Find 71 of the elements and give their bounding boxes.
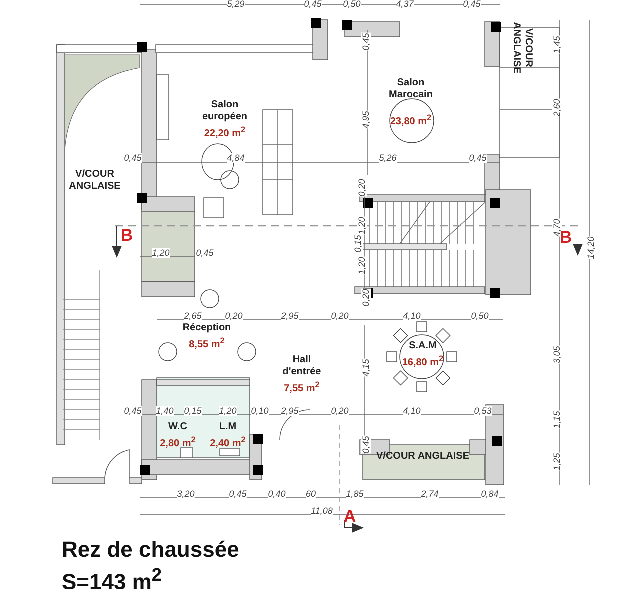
dimension-label: 0,20 — [331, 311, 349, 321]
dimension-label: 2,95 — [281, 406, 299, 416]
dimension-label: 1,20 — [357, 257, 367, 275]
dimension-label: 0,45 — [229, 489, 247, 499]
dimension-label: 2,74 — [421, 489, 439, 499]
room-area: 2,40 m$^{2}$ — [210, 433, 246, 451]
room-name: W.C — [168, 421, 188, 434]
dimension-label: 0,53 — [474, 406, 492, 416]
room-area: 22,20 m$^{2}$ — [204, 123, 246, 141]
room-name: L.M — [219, 421, 237, 434]
section-marker: A — [344, 508, 356, 526]
dimension-label: 5,26 — [379, 153, 397, 163]
dimension-label: 0,45 — [124, 406, 142, 416]
dimension-label: 3,05 — [552, 346, 562, 364]
dimension-label: 14,20 — [586, 236, 596, 260]
dimension-label: 0,45 — [196, 248, 214, 258]
dimension-label: 2,60 — [552, 99, 562, 117]
dimension-label: 0,20 — [357, 179, 367, 197]
dimension-label: 1,15 — [552, 411, 562, 429]
dimension-label: 4,37 — [396, 0, 414, 9]
dimension-label: 2,65 — [184, 311, 202, 321]
dimension-label: 1,40 — [156, 406, 174, 416]
dimension-label: 5,29 — [227, 0, 245, 9]
room-area: 23,80 m$^{2}$ — [390, 111, 432, 129]
dimension-label: 4,10 — [403, 406, 421, 416]
dimension-label: 1,20 — [357, 217, 367, 235]
dimension-label: 0,45 — [304, 0, 322, 9]
room-name: V/COUR ANGLAISE — [376, 451, 470, 463]
dimension-label: 0,45 — [124, 153, 142, 163]
dimension-label: 0,84 — [481, 489, 499, 499]
dimension-label: 4,10 — [403, 311, 421, 321]
dimension-label: 0,15 — [353, 235, 363, 253]
section-marker: B — [120, 227, 134, 245]
room-name: Salon européen — [201, 99, 248, 124]
room-area: 7,55 m$^{2}$ — [284, 378, 320, 396]
dimension-label: 0,15 — [184, 406, 202, 416]
room-name: Hall d'entrée — [282, 354, 322, 378]
section-marker: B — [560, 229, 572, 247]
dimension-label: 4,95 — [361, 111, 371, 129]
room-name: V/COUR ANGLAISE — [510, 21, 534, 76]
dimension-label: 0,40 — [268, 489, 286, 499]
dimension-label: 0,50 — [343, 0, 361, 9]
room-area: 16,80 m$^{2}$ — [402, 352, 444, 370]
dimension-label: 4,84 — [227, 153, 245, 163]
dimension-label: 0,10 — [251, 406, 269, 416]
dimension-label: 2,95 — [281, 311, 299, 321]
dimension-label: 1,20 — [152, 248, 170, 258]
room-name: V/COUR ANGLAISE — [68, 169, 122, 193]
dimension-label: 0,45 — [361, 436, 371, 454]
dimension-label: 60 — [306, 489, 316, 499]
dimension-label: 1,85 — [346, 489, 364, 499]
room-name: S.A.M — [409, 340, 437, 352]
dimension-label: 0,20 — [225, 311, 243, 321]
dimension-label: 1,45 — [552, 36, 562, 54]
dimension-label: 4,15 — [361, 359, 371, 377]
dimension-label: 3,20 — [177, 489, 195, 499]
dimension-label: 11,08 — [311, 506, 333, 516]
room-name: Réception — [182, 322, 232, 334]
dimension-label: 0,45 — [463, 0, 481, 9]
dimension-label: 0,20 — [361, 289, 371, 307]
plan-title: Rez de chaussée — [62, 537, 240, 563]
room-area: 2,80 m$^{2}$ — [160, 433, 196, 451]
dimension-label: 0,20 — [331, 406, 349, 416]
room-area: 8,55 m$^{2}$ — [189, 334, 225, 352]
dimension-label: 1,25 — [552, 453, 562, 471]
dimension-label: 0,45 — [361, 33, 371, 51]
room-name: Salon Marocain — [388, 77, 434, 102]
dimension-label: 1,20 — [219, 406, 237, 416]
dimension-label: 0,50 — [471, 311, 489, 321]
dimension-label: 0,45 — [469, 153, 487, 163]
dimension-label: 4,70 — [552, 219, 562, 237]
